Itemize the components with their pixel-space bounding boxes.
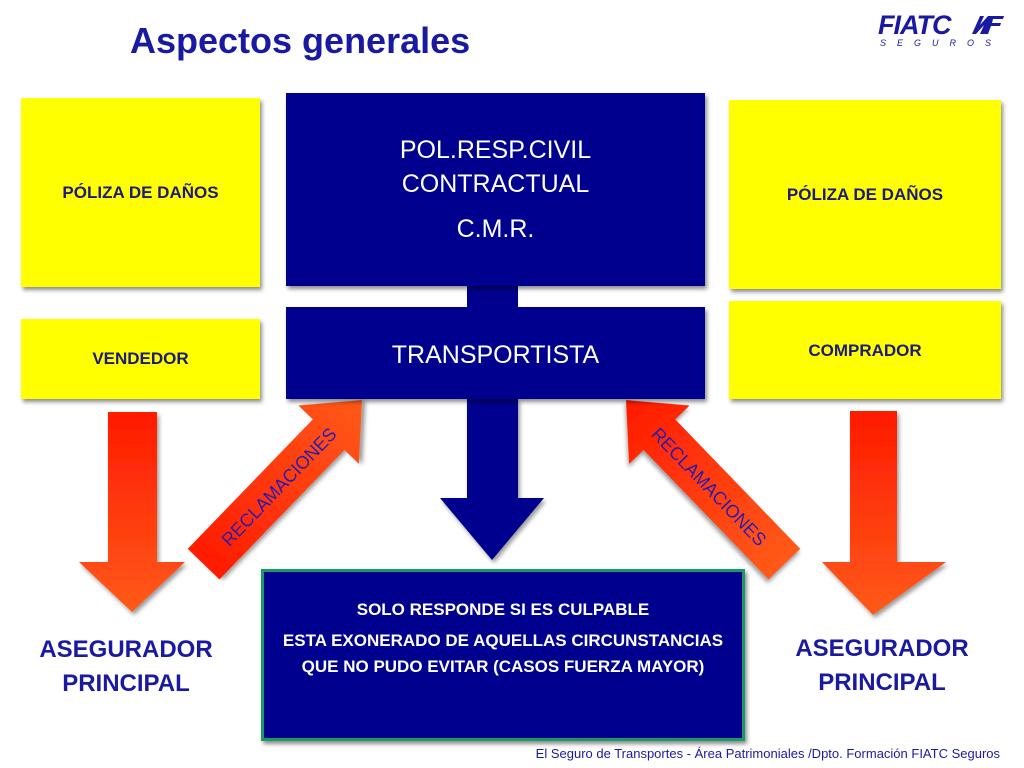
- liability-condition: SOLO RESPONDE SI ES CULPABLE: [356, 600, 650, 619]
- carrier-label: TRANSPORTISTA: [391, 341, 600, 369]
- center-down-arrow: [440, 398, 544, 560]
- left-insurer-line1: ASEGURADOR: [39, 636, 213, 663]
- logo-subtitle: SEGUROS: [880, 38, 1003, 48]
- left-claims-label: RECLAMACIONES: [218, 424, 341, 550]
- right-damage-policy-box: PÓLIZA DE DAÑOS: [729, 100, 1001, 289]
- footer-text: El Seguro de Transportes - Área Patrimon…: [535, 746, 1000, 761]
- right-insurer-line1: ASEGURADOR: [795, 635, 969, 662]
- right-claims-label: RECLAMACIONES: [647, 424, 770, 550]
- civil-liability-box: POL.RESP.CIVIL CONTRACTUAL C.M.R.: [286, 93, 705, 286]
- fiatc-logo: FIATC SEGUROS: [878, 10, 1006, 50]
- left-claims-arrow: RECLAMACIONES: [187, 400, 362, 580]
- cmr-label: C.M.R.: [456, 215, 535, 243]
- logo-mark-icon: [972, 16, 1004, 34]
- left-insurer-label: ASEGURADOR PRINCIPAL: [8, 633, 244, 701]
- carrier-box: TRANSPORTISTA: [286, 307, 705, 399]
- left-insurer-line2: PRINCIPAL: [62, 670, 190, 697]
- civil-liability-line2: CONTRACTUAL: [401, 170, 590, 198]
- civil-liability-line1: POL.RESP.CIVIL: [399, 136, 592, 164]
- left-down-arrow: [79, 412, 185, 612]
- right-insurer-line2: PRINCIPAL: [818, 669, 946, 696]
- buyer-box: COMPRADOR: [729, 301, 1001, 399]
- left-damage-policy-box: PÓLIZA DE DAÑOS: [21, 98, 260, 287]
- carrier-liability-box: SOLO RESPONDE SI ES CULPABLE ESTA EXONER…: [261, 569, 745, 741]
- logo-wordmark: FIATC: [878, 10, 951, 40]
- right-down-arrow: [822, 411, 946, 615]
- liability-exemption: ESTA EXONERADO DE AQUELLAS CIRCUNSTANCIA…: [282, 631, 724, 676]
- seller-box: VENDEDOR: [21, 319, 260, 399]
- right-insurer-label: ASEGURADOR PRINCIPAL: [762, 632, 1002, 700]
- right-claims-arrow: RECLAMACIONES: [626, 400, 801, 580]
- page-title: Aspectos generales: [130, 20, 471, 61]
